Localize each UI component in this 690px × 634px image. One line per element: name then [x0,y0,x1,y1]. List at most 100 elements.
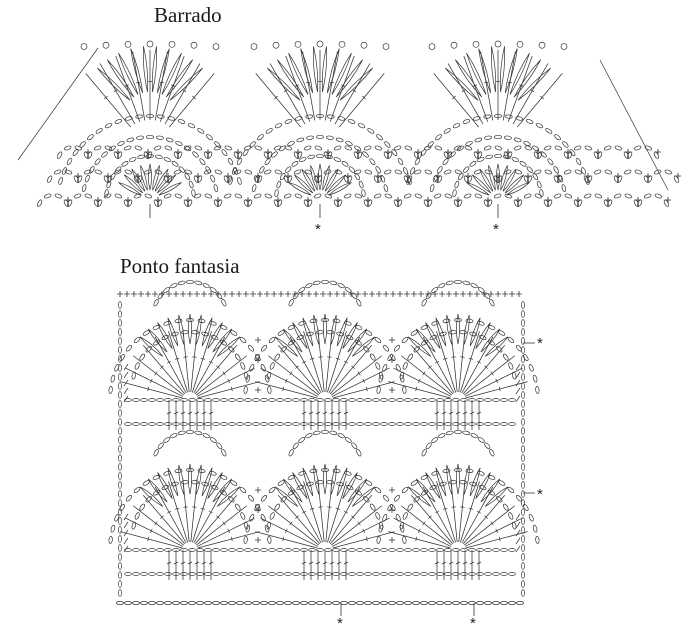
chain-stitch [316,548,324,552]
chain-stitch [504,114,513,119]
chain-stitch [163,157,172,162]
chain-stitch [429,484,437,491]
stitch-tick [507,81,513,84]
cluster-stitch [347,328,368,353]
double-crochet [142,495,186,545]
edge-stitch [515,387,521,395]
chain-stitch [284,398,292,402]
chain-stitch [460,398,468,402]
chain-stitch [425,442,432,450]
chain-stitch [459,330,468,335]
stitch-tick [154,521,158,526]
chain-stitch [382,344,390,352]
chain-stitch [186,467,194,473]
chain-stitch [351,442,358,450]
stitch-tick [476,360,481,364]
chain-stitch [234,353,241,361]
chain-stitch [187,199,193,207]
single-crochet [418,291,424,297]
edge-stitch [123,537,129,545]
chain-stitch [276,398,284,402]
chain-stitch [561,184,567,192]
single-crochet [124,291,130,297]
cluster-stitch [123,174,144,194]
chain-stitch [113,151,119,159]
double-crochet [329,345,373,395]
double-crochet [463,55,489,122]
stitch-tick [343,561,349,565]
chain-stitch [249,364,255,372]
cluster-stitch [282,328,303,353]
stitch-tick [159,81,165,84]
chain-stitch [314,145,323,151]
chain-stitch [260,572,268,576]
double-crochet [85,73,132,128]
cluster-stitch [323,313,327,345]
chain-stitch [412,548,420,552]
chain-stitch [264,524,270,533]
chain-stitch [187,123,196,129]
edge-stitch [123,379,129,387]
chain-stitch [154,154,163,160]
chain-stitch [521,319,525,327]
chain-stitch [263,151,269,159]
chain-stitch [196,601,204,605]
chain-stitch [204,422,212,426]
chain-stitch [137,154,146,160]
chain-stitch [476,398,484,402]
double-crochet [502,51,516,121]
chain-stitch [444,422,452,426]
double-crochet [393,367,451,397]
chain-stitch [511,157,520,162]
chain-stitch [254,354,260,362]
chain-stitch [324,572,332,576]
chain-stitch [382,364,388,372]
chain-stitch [259,166,265,174]
chain-stitch [131,371,137,380]
chain-stitch [521,355,525,363]
chain-stitch [436,422,444,426]
chain-stitch [362,151,369,158]
double-crochet [329,55,355,122]
chain-stitch [347,119,356,124]
chain-stitch [118,454,122,462]
chain-stitch [484,135,492,140]
chain-stitch [156,422,164,426]
picot-stitch [80,43,88,50]
chain-stitch [177,280,186,286]
chain-stitch [227,175,233,183]
chain-stitch [508,601,516,605]
cluster-stitch [216,336,241,357]
chain-stitch [180,422,188,426]
cluster-stitch [302,317,314,347]
chain-stitch [243,145,252,151]
chain-stitch [421,449,427,457]
chain-stitch [217,199,223,207]
chain-stitch [627,151,633,159]
chain-stitch [469,161,477,167]
double-crochet [338,73,385,128]
stitch-tick [322,411,328,415]
chain-stitch [607,199,613,207]
chain-stitch [264,374,270,383]
stitch-tick [222,521,226,526]
double-crochet [197,517,255,547]
chain-stitch [388,398,396,402]
chain-stitch [228,177,233,185]
stitch-tick [422,371,426,376]
chain-stitch [356,572,364,576]
chain-stitch [424,169,433,175]
cluster-stitch [152,165,160,191]
chain-stitch [476,572,484,576]
chain-stitch [164,548,172,552]
stitch-tick [187,411,193,415]
chain-stitch [515,116,524,121]
double-crochet [400,505,452,546]
stitch-tick [305,81,311,84]
stitch-tick [483,81,489,84]
cluster-stitch [321,46,328,93]
chain-stitch [212,601,220,605]
chain-stitch [292,442,299,450]
chain-stitch [521,409,525,417]
chain-stitch [293,151,299,159]
